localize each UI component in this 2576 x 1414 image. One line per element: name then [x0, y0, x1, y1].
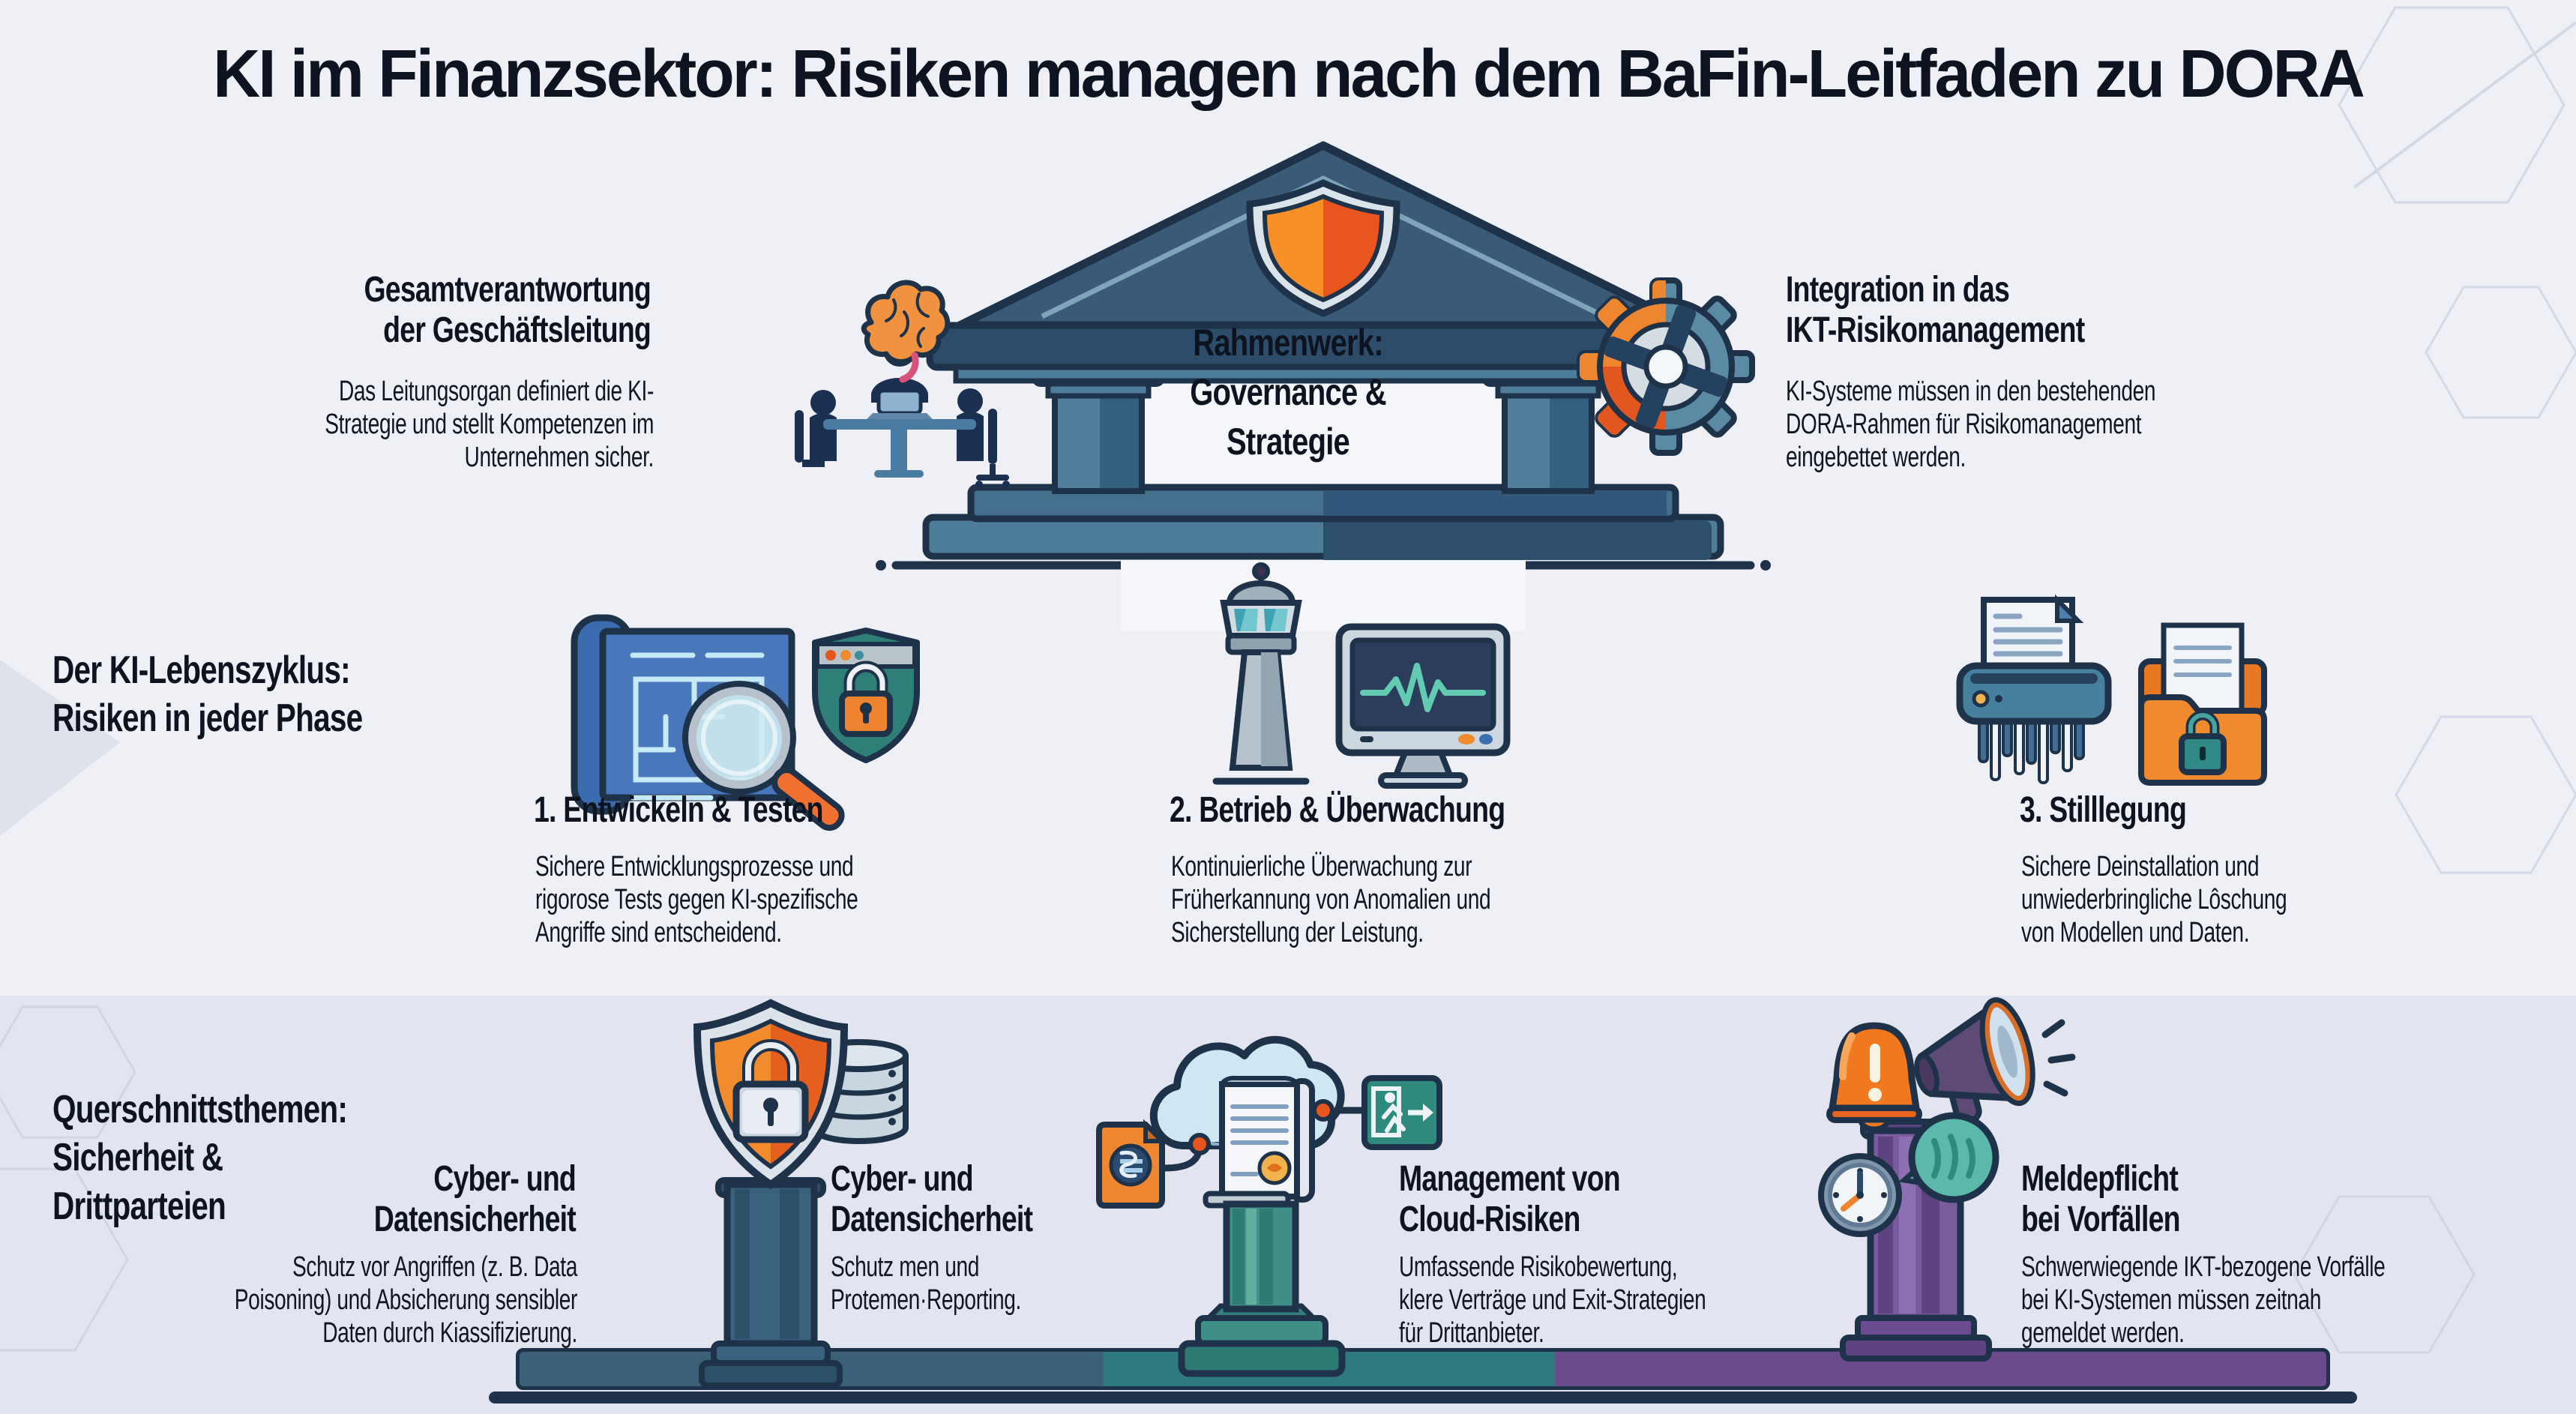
gear-icon [1577, 277, 1755, 456]
phase-1-heading: 1. Entwickeln & Testen [534, 790, 824, 830]
governance-left-body: Das Leitungsorgan definiert die KI- Stra… [325, 376, 654, 474]
governance-right-body: KI-Systeme müssen in den bestehenden DOR… [1786, 376, 2156, 474]
document-file-icon [1096, 1119, 1168, 1209]
brain-icon [846, 264, 958, 391]
topic-2-heading: Cyber- und Datensicherheit [831, 1159, 1033, 1240]
topic-3-heading: Management von Cloud-Risiken [1399, 1159, 1621, 1240]
topic-3-body: Umfassende Risikobewertung, klere Verträ… [1399, 1251, 1706, 1350]
cloud-contract-icon [1086, 1003, 1460, 1393]
locked-folder-icon [2128, 609, 2281, 796]
lock-shield-column-icon [658, 996, 947, 1393]
alarm-icon [1783, 996, 2105, 1401]
page-title: KI im Finanzsektor: Risiken managen nach… [213, 37, 2365, 112]
shredder-icon [1955, 594, 2116, 800]
governance-left-heading: Gesamtverantwortung der Geschäftsleitung [364, 270, 651, 351]
alarm-bell-icon [1826, 1022, 1922, 1132]
control-tower-icon [1201, 562, 1325, 792]
phase-3-body: Sichere Deinstallation und unwiederbring… [2021, 851, 2287, 949]
clock-icon [1818, 1153, 1902, 1237]
topic-4-heading: Meldepflicht bei Vorfällen [2021, 1159, 2181, 1240]
ground-baseline [489, 1392, 2357, 1404]
topic-4-body: Schwerwiegende IKT-bezogene Vorfälle bei… [2021, 1251, 2386, 1350]
lifecycle-label: Der KI-Lebenszyklus: Risiken in jeder Ph… [52, 649, 363, 741]
topic-1-heading: Cyber- und Datensicherheit [373, 1159, 577, 1240]
governance-right-heading: Integration in das IKT-Risikomanagement [1786, 270, 2085, 351]
topic-1-body: Schutz vor Angriffen (z. B. Data Poisoni… [234, 1251, 578, 1350]
blueprint-icon [561, 591, 845, 838]
phase-2-body: Kontinuierliche Überwachung zur Früherka… [1171, 851, 1491, 949]
topic-2-body: Schutz men und Protemen·Reporting. [831, 1251, 1021, 1317]
bank-building-icon [873, 136, 1773, 631]
crosscutting-label: Querschnittsthemen: Sicherheit & Drittpa… [52, 1088, 348, 1228]
monitor-icon [1333, 621, 1517, 797]
framework-label: Rahmenwerk: Governance & Strategie [1190, 322, 1386, 463]
pediment-shield-icon [1246, 179, 1400, 317]
exit-sign-icon [1361, 1075, 1442, 1150]
megaphone-icon [1914, 997, 2035, 1125]
phase-2-heading: 2. Betrieb & Überwachung [1170, 790, 1505, 830]
secure-shield-icon [808, 626, 924, 765]
chat-badge-icon [1898, 1112, 1999, 1203]
phase-3-heading: 3. Stilllegung [2020, 790, 2187, 830]
phase-1-body: Sichere Entwicklungsprozesse und rigoros… [535, 851, 858, 949]
